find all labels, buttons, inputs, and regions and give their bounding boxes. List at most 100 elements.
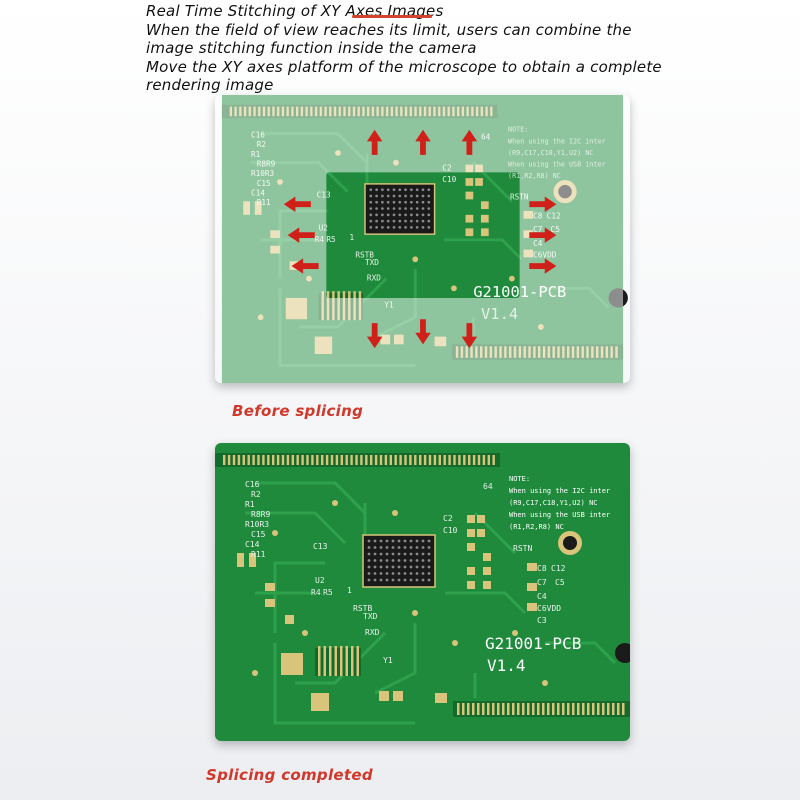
chip-ball bbox=[375, 226, 378, 229]
chip-ball bbox=[404, 200, 407, 204]
connector-pin bbox=[567, 703, 570, 715]
chip-ball bbox=[367, 539, 371, 543]
connector-pin bbox=[286, 455, 290, 465]
chip-ball bbox=[403, 572, 407, 575]
ic-pin bbox=[342, 291, 346, 298]
chip-ball bbox=[410, 213, 413, 217]
solder-pad bbox=[281, 653, 303, 675]
connector-pin bbox=[301, 455, 304, 465]
chip-ball bbox=[415, 188, 419, 192]
board-version: V1.4 bbox=[481, 305, 518, 323]
copper-trace bbox=[375, 268, 417, 298]
connector-pin bbox=[592, 703, 595, 715]
ic-pin bbox=[329, 646, 332, 676]
via bbox=[272, 530, 278, 536]
chip-ball bbox=[385, 552, 389, 556]
svg-text:When using the USB inter: When using the USB inter bbox=[508, 161, 606, 169]
via bbox=[332, 500, 338, 506]
chip-ball bbox=[421, 572, 425, 575]
silk-label: C14 bbox=[245, 540, 260, 549]
connector-pin bbox=[252, 455, 255, 465]
chip-ball bbox=[391, 572, 395, 575]
silk-label: RXD bbox=[367, 274, 381, 283]
svg-text:When using the I2C inter: When using the I2C inter bbox=[509, 487, 610, 495]
connector-pin bbox=[477, 703, 480, 715]
copper-trace bbox=[326, 172, 349, 193]
silk-label: RSTN bbox=[510, 192, 529, 201]
chip-ball bbox=[410, 207, 413, 210]
chip-ball bbox=[410, 219, 413, 223]
solder-pad bbox=[465, 228, 474, 237]
after-caption: Splicing completed bbox=[206, 766, 373, 784]
solder-pad bbox=[311, 693, 329, 711]
connector-pin bbox=[306, 455, 309, 465]
chip-ball bbox=[427, 539, 431, 543]
chip-ball bbox=[369, 213, 373, 217]
chip-ball bbox=[427, 546, 431, 549]
chip-ball bbox=[391, 552, 395, 556]
ic-pin bbox=[353, 291, 356, 298]
solder-pad bbox=[477, 529, 485, 537]
chip-ball bbox=[415, 559, 419, 562]
via bbox=[542, 680, 548, 686]
connector-pin bbox=[542, 703, 545, 715]
arrow-up-icon bbox=[366, 129, 478, 155]
silk-label: C12 bbox=[551, 564, 566, 573]
chip-ball bbox=[381, 226, 384, 229]
board-title: G21001-PCB bbox=[473, 283, 566, 301]
chip-ball bbox=[379, 546, 383, 549]
svg-text:When using the I2C inter: When using the I2C inter bbox=[508, 137, 606, 145]
connector-pin bbox=[622, 703, 625, 715]
chip-ball bbox=[397, 539, 401, 543]
ic-pin bbox=[326, 291, 330, 298]
connector-pin bbox=[507, 703, 510, 715]
silk-label: C8 bbox=[537, 564, 547, 573]
connector-pin bbox=[517, 703, 520, 715]
chip-ball bbox=[403, 578, 407, 582]
chip-ball bbox=[403, 546, 407, 549]
silk-label: C2 bbox=[443, 514, 453, 523]
chip-ball bbox=[392, 188, 396, 192]
chip-ball bbox=[369, 207, 373, 210]
chip-ball bbox=[386, 226, 390, 229]
chip-ball bbox=[391, 559, 395, 562]
chip-ball bbox=[404, 226, 407, 229]
silk-label: TXD bbox=[363, 612, 378, 621]
copper-trace bbox=[374, 623, 417, 695]
connector-pin bbox=[281, 455, 285, 465]
solder-pad bbox=[483, 567, 491, 575]
solder-pad bbox=[527, 603, 537, 611]
chip-ball bbox=[369, 219, 373, 223]
solder-pad bbox=[475, 178, 483, 186]
chip-ball bbox=[392, 226, 396, 229]
connector-pin bbox=[360, 455, 363, 465]
ic-pin bbox=[337, 291, 340, 298]
chip-ball bbox=[409, 565, 413, 569]
connector-pin bbox=[527, 703, 530, 715]
header-line-4: rendering image bbox=[146, 76, 274, 94]
connector-pin bbox=[482, 703, 485, 715]
chip-ball bbox=[421, 539, 425, 543]
chip-ball bbox=[421, 546, 425, 549]
connector-pin bbox=[468, 455, 471, 465]
chip-ball bbox=[379, 572, 383, 575]
chip-ball bbox=[421, 578, 425, 582]
connector-pin bbox=[438, 455, 441, 465]
chip-ball bbox=[367, 565, 371, 569]
mounting-hole bbox=[563, 536, 577, 550]
chip-ball bbox=[386, 194, 390, 198]
connector-pin bbox=[477, 455, 481, 465]
connector-pin bbox=[462, 703, 465, 715]
connector-pin bbox=[404, 455, 407, 465]
copper-trace bbox=[245, 511, 347, 545]
silk-label: R5 bbox=[326, 235, 336, 244]
ic-pin bbox=[323, 646, 326, 676]
chip-ball bbox=[386, 200, 390, 204]
chip-ball bbox=[398, 213, 402, 217]
chip-ball bbox=[367, 546, 371, 549]
connector-pin bbox=[597, 703, 600, 715]
chip-ball bbox=[410, 226, 413, 229]
chip-ball bbox=[427, 188, 431, 192]
chip-ball bbox=[391, 539, 395, 543]
via bbox=[302, 630, 308, 636]
